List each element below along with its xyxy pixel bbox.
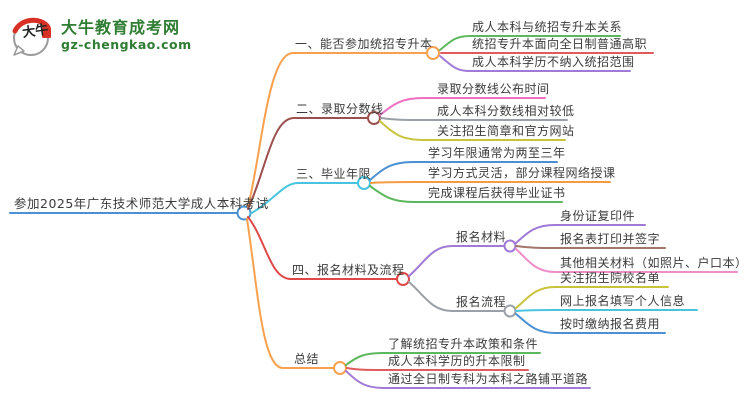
branch3-child1-link bbox=[369, 161, 558, 181]
branch1-child1-link bbox=[439, 35, 621, 51]
node-branch3-child2[interactable]: 学习方式灵活，部分课程网络授课 bbox=[428, 166, 616, 180]
node-process-child2[interactable]: 网上报名填写个人信息 bbox=[560, 294, 686, 308]
materials-child1-link bbox=[515, 224, 646, 244]
process-child3-link bbox=[515, 313, 666, 334]
branch3-link bbox=[249, 182, 358, 215]
node-process[interactable]: 报名流程 bbox=[456, 295, 507, 309]
node-branch1-child1[interactable]: 成人本科与统招专升本关系 bbox=[472, 20, 623, 34]
node-branch3-child3[interactable]: 完成课程后获得毕业证书 bbox=[428, 186, 566, 200]
branch5-node-dot[interactable] bbox=[333, 361, 347, 375]
node-branch2-child2[interactable]: 成人本科分数线相对较低 bbox=[437, 104, 575, 118]
node-branch5-child1[interactable]: 了解统招专升本政策和条件 bbox=[388, 337, 539, 351]
branch4-link bbox=[247, 216, 397, 280]
branch5-child3-link bbox=[345, 370, 591, 389]
materials-child2-link bbox=[515, 245, 666, 249]
branch5-link bbox=[246, 218, 334, 369]
materials-child3-link bbox=[515, 248, 738, 273]
node-materials-child2[interactable]: 报名表打印并签字 bbox=[560, 232, 661, 246]
node-branch2-child3[interactable]: 关注招生简章和官方网站 bbox=[437, 124, 575, 138]
site-logo: 大牛 大牛教育成考网 gz-chengkao.com bbox=[10, 13, 192, 61]
branch3-child2-link bbox=[370, 181, 611, 184]
branch2-link bbox=[247, 117, 368, 210]
branch4-node-dot[interactable] bbox=[396, 272, 410, 286]
node-branch5-child3[interactable]: 通过全日制专科为本科之路铺平道路 bbox=[388, 372, 589, 386]
node-materials-child3[interactable]: 其他相关材料（如照片、户口本） bbox=[560, 256, 748, 270]
node-branch1-child2[interactable]: 统招专升本面向全日制普通高职 bbox=[472, 37, 648, 51]
branch2-child1-link bbox=[379, 97, 546, 116]
daniu-logo-icon: 大牛 bbox=[10, 13, 54, 61]
branch5-child2-link bbox=[346, 367, 529, 371]
branch2-child2-link bbox=[380, 117, 568, 121]
process-child1-link bbox=[515, 286, 669, 309]
node-branch2[interactable]: 二、录取分数线 bbox=[296, 102, 384, 116]
node-process-child1[interactable]: 关注招生院校名单 bbox=[560, 271, 661, 285]
branch2-child3-link bbox=[379, 120, 566, 141]
process-child2-link bbox=[515, 309, 698, 312]
daniu-logo-bubble-icon: 大牛 bbox=[12, 17, 51, 56]
branch4-materials-link bbox=[408, 245, 504, 277]
branch1-child3-link bbox=[439, 55, 631, 72]
logo-subtitle: gz-chengkao.com bbox=[61, 37, 192, 52]
node-materials-child1[interactable]: 身份证复印件 bbox=[560, 209, 636, 223]
branch5-child1-link bbox=[345, 352, 541, 366]
node-branch3-child1[interactable]: 学习年限通常为两至三年 bbox=[428, 146, 566, 160]
node-materials[interactable]: 报名材料 bbox=[456, 230, 507, 244]
branch1-node-dot[interactable] bbox=[426, 46, 440, 60]
node-branch3[interactable]: 三、毕业年限 bbox=[296, 167, 372, 181]
node-process-child3[interactable]: 按时缴纳报名费用 bbox=[560, 317, 661, 331]
node-branch5-child2[interactable]: 成人本科学历的升本限制 bbox=[388, 354, 526, 368]
node-branch4[interactable]: 四、报名材料及流程 bbox=[292, 263, 405, 277]
materials-node-dot[interactable] bbox=[503, 239, 517, 253]
logo-title: 大牛教育成考网 bbox=[61, 18, 181, 37]
node-branch1-child3[interactable]: 成人本科学历不纳入统招范围 bbox=[472, 55, 635, 69]
process-node-dot[interactable] bbox=[503, 304, 517, 318]
node-branch2-child1[interactable]: 录取分数线公布时间 bbox=[437, 82, 550, 96]
branch1-link bbox=[247, 52, 427, 208]
branch3-child3-link bbox=[369, 185, 563, 203]
node-root[interactable]: 参加2025年广东技术师范大学成人本科考试 bbox=[14, 196, 269, 211]
node-branch5[interactable]: 总结 bbox=[294, 352, 320, 366]
logo-text-block: 大牛教育成考网 gz-chengkao.com bbox=[61, 13, 192, 53]
branch4-process-link bbox=[408, 281, 504, 312]
daniu-logo-badge-text: 大牛 bbox=[21, 21, 49, 40]
node-branch1[interactable]: 一、能否参加统招专升本 bbox=[295, 37, 433, 51]
